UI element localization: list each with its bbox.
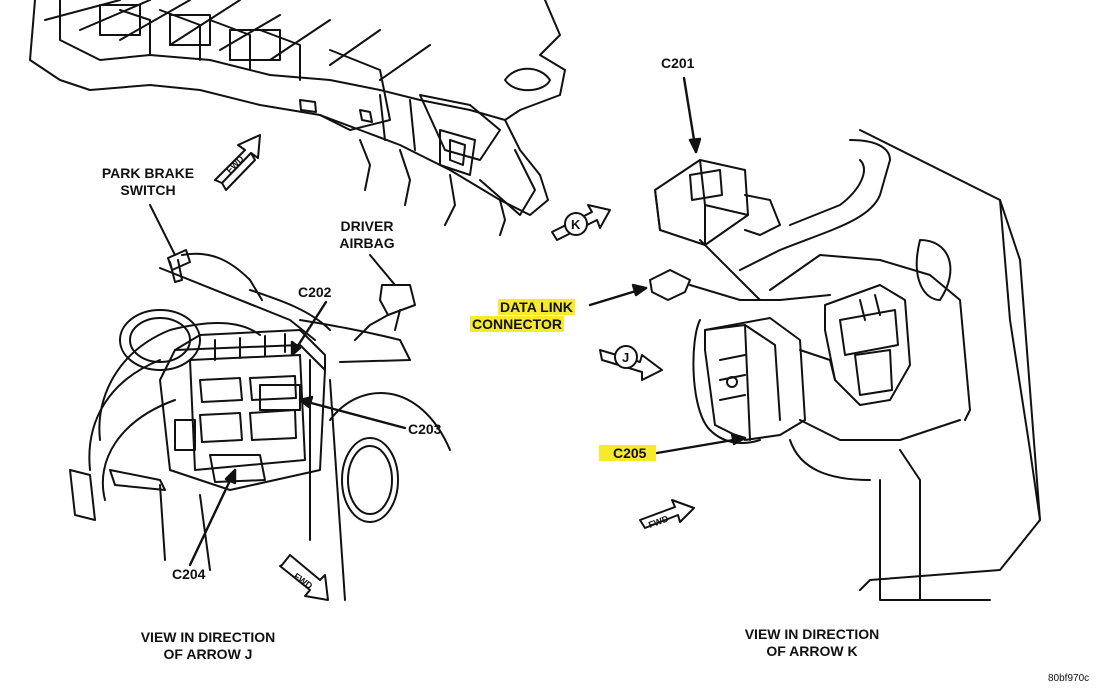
view-arrow-j: J bbox=[599, 345, 663, 381]
label-c202: C202 bbox=[298, 284, 332, 300]
label-park-brake-switch: PARK BRAKE SWITCH bbox=[92, 165, 204, 199]
label-data-link-connector: DATA LINK CONNECTOR bbox=[470, 299, 575, 333]
caption-view-j-line2: OF ARROW J bbox=[163, 646, 253, 662]
data-link-line1: DATA LINK bbox=[498, 299, 575, 315]
label-c201: C201 bbox=[661, 55, 695, 71]
leader-lines-left bbox=[188, 300, 407, 567]
fwd-arrow-left: FWD bbox=[279, 554, 329, 601]
data-link-line2: CONNECTOR bbox=[470, 316, 564, 332]
c205-text: C205 bbox=[599, 445, 657, 461]
caption-view-k-line1: VIEW IN DIRECTION bbox=[744, 626, 880, 642]
leader-lines-right bbox=[588, 76, 747, 455]
svg-text:FWD: FWD bbox=[292, 571, 315, 591]
caption-view-k: VIEW IN DIRECTION OF ARROW K bbox=[730, 626, 894, 660]
fwd-arrow-right: FWD bbox=[639, 499, 695, 530]
label-driver-airbag: DRIVER AIRBAG bbox=[332, 218, 402, 252]
caption-view-j: VIEW IN DIRECTION OF ARROW J bbox=[126, 629, 290, 663]
driver-airbag-text: DRIVER AIRBAG bbox=[339, 218, 395, 251]
view-k-detail bbox=[649, 129, 1041, 601]
figure-reference-code: 80bf970c bbox=[1048, 673, 1090, 684]
svg-text:K: K bbox=[571, 217, 581, 232]
fwd-arrow-top: FWD bbox=[214, 134, 261, 191]
view-arrow-k: K bbox=[551, 204, 611, 241]
instrument-panel-overview bbox=[29, 0, 566, 236]
label-c204: C204 bbox=[172, 566, 206, 582]
view-j-detail bbox=[69, 204, 451, 601]
svg-text:J: J bbox=[622, 350, 629, 365]
park-brake-switch-text: PARK BRAKE SWITCH bbox=[101, 165, 195, 198]
caption-view-j-line1: VIEW IN DIRECTION bbox=[140, 629, 276, 645]
label-c205: C205 bbox=[599, 445, 657, 462]
label-c203: C203 bbox=[408, 421, 442, 437]
caption-view-k-line2: OF ARROW K bbox=[766, 643, 858, 659]
